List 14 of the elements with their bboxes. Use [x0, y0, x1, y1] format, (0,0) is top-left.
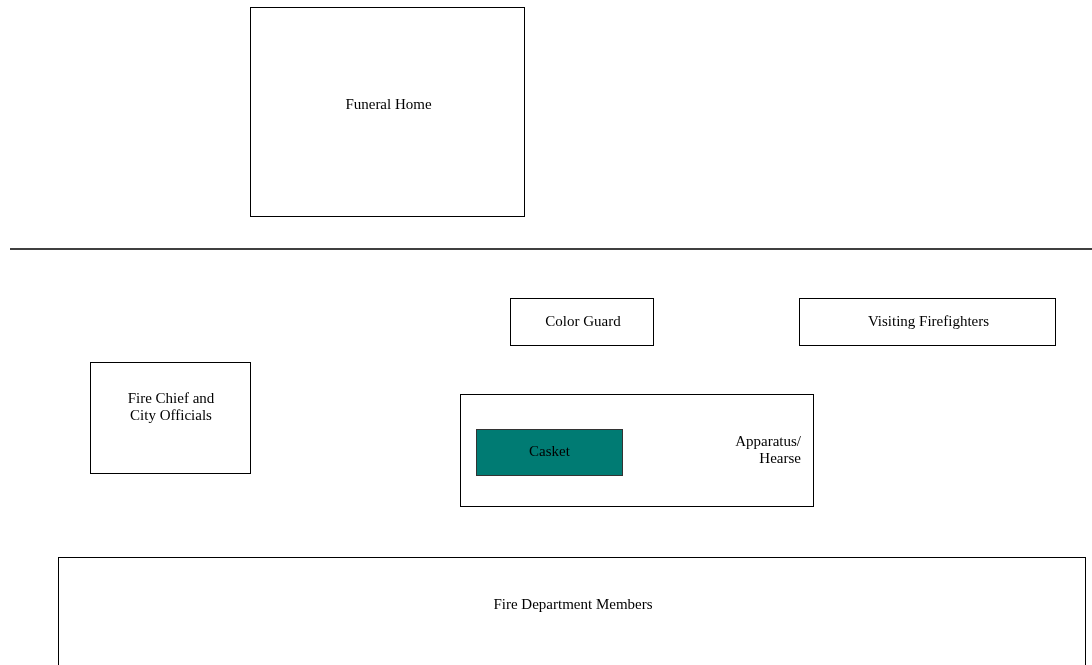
- box-label: Visiting Firefighters: [866, 313, 991, 330]
- group-box: [90, 362, 251, 474]
- group-box: [510, 298, 654, 346]
- group-box: [799, 298, 1056, 346]
- vehicle-box: [460, 394, 814, 507]
- box-label: Color Guard: [544, 313, 622, 330]
- box-label: Funeral Home: [344, 96, 433, 113]
- building-box: [250, 7, 525, 217]
- group-box: [58, 557, 1086, 665]
- box-label: Casket: [528, 443, 571, 460]
- casket-box: [476, 429, 623, 476]
- box-label: Apparatus/ Hearse: [734, 433, 801, 467]
- box-label: Fire Chief and City Officials: [126, 390, 216, 424]
- box-label: Fire Department Members: [492, 596, 654, 613]
